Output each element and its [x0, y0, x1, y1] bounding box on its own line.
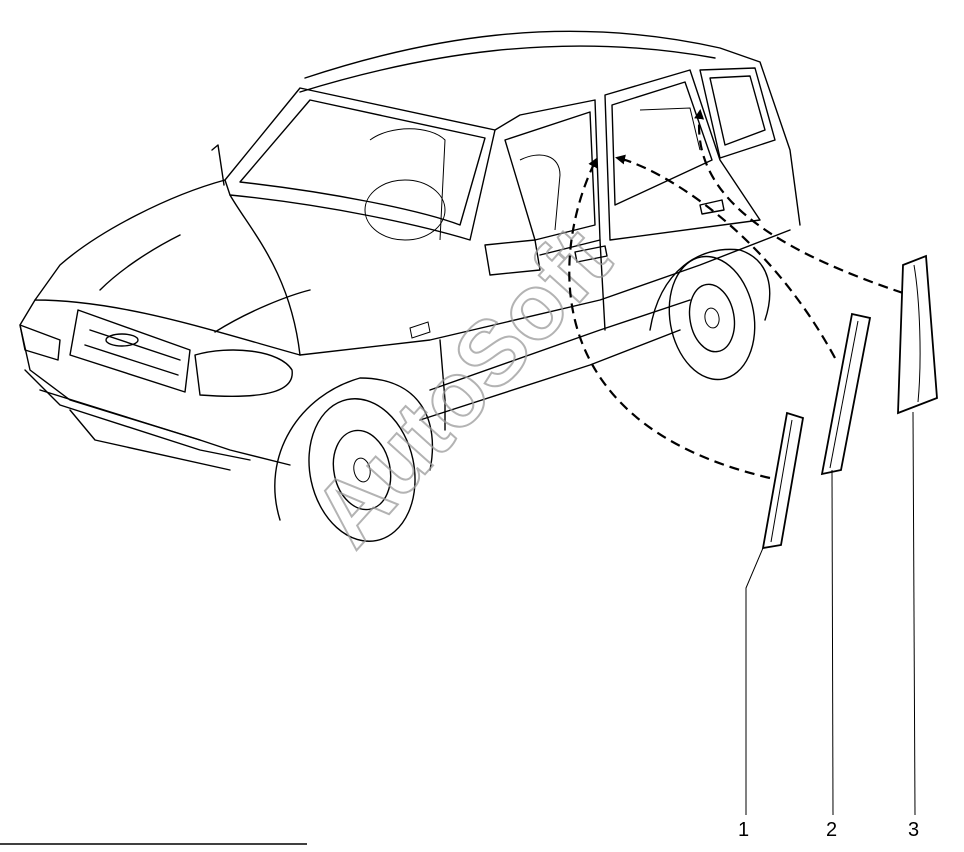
molding-part-3 [897, 254, 938, 415]
callout-label-2: 2 [826, 819, 837, 841]
arrow-part-2 [615, 154, 836, 359]
arrow-part-3 [694, 109, 904, 295]
vehicle-outline [19, 30, 801, 542]
leader-lines [745, 411, 916, 816]
callout-label-1: 1 [738, 819, 749, 841]
arrow-part-1 [568, 157, 771, 480]
watermark-text: AutoSoft [294, 209, 630, 566]
install-arrows [568, 109, 904, 480]
callout-label-3: 3 [908, 819, 919, 841]
watermark: AutoSoft [293, 208, 631, 567]
molding-part-1 [761, 411, 805, 550]
molding-part-2 [820, 312, 872, 476]
